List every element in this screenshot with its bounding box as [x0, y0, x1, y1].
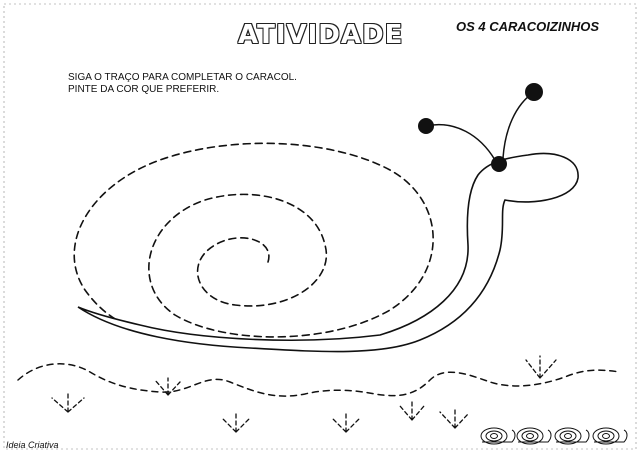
small-snails-group — [480, 427, 628, 445]
left-antenna-tip — [418, 118, 434, 134]
instructions: SIGA O TRAÇO PARA COMPLETAR O CARACOL. P… — [68, 72, 328, 96]
right-antenna-tip — [525, 83, 543, 101]
shell-trace-path — [73, 142, 434, 338]
small-snail-icon — [480, 427, 516, 445]
page-title: ATIVIDADE — [238, 20, 404, 50]
small-snail-icon — [516, 427, 552, 445]
small-snail-icon — [554, 427, 590, 445]
snail-eye — [491, 156, 507, 172]
small-snail-icon — [592, 427, 628, 445]
instruction-line-2: PINTE DA COR QUE PREFERIR. — [68, 84, 220, 95]
page-subtitle: OS 4 CARACOIZINHOS — [456, 19, 600, 34]
credit-label: Ideia Criativa — [6, 440, 59, 450]
right-antenna — [502, 91, 535, 159]
instruction-line-1: SIGA O TRAÇO PARA COMPLETAR O CARACOL. — [68, 72, 297, 83]
grass-tufts — [51, 355, 557, 433]
left-antenna — [425, 124, 496, 161]
ground-trace-path — [17, 363, 621, 397]
snail-body — [77, 152, 579, 353]
page-border — [3, 3, 637, 450]
